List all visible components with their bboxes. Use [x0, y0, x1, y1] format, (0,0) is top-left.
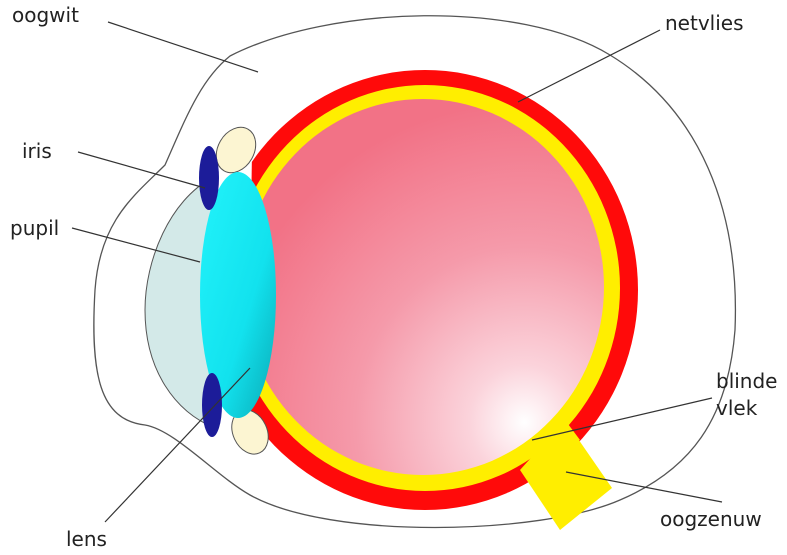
- label-lens: lens: [66, 527, 107, 551]
- iris-bottom: [202, 373, 222, 437]
- label-pupil: pupil: [10, 216, 59, 240]
- label-oogwit: oogwit: [12, 3, 79, 27]
- label-iris: iris: [22, 139, 52, 163]
- leader-oogwit: [108, 22, 258, 72]
- vitreous-body: [242, 99, 604, 475]
- label-oogzenuw: oogzenuw: [660, 507, 762, 531]
- iris-top: [199, 146, 219, 210]
- label-netvlies: netvlies: [665, 11, 744, 35]
- label-vlek: vlek: [716, 396, 758, 420]
- label-blinde: blinde: [716, 369, 777, 393]
